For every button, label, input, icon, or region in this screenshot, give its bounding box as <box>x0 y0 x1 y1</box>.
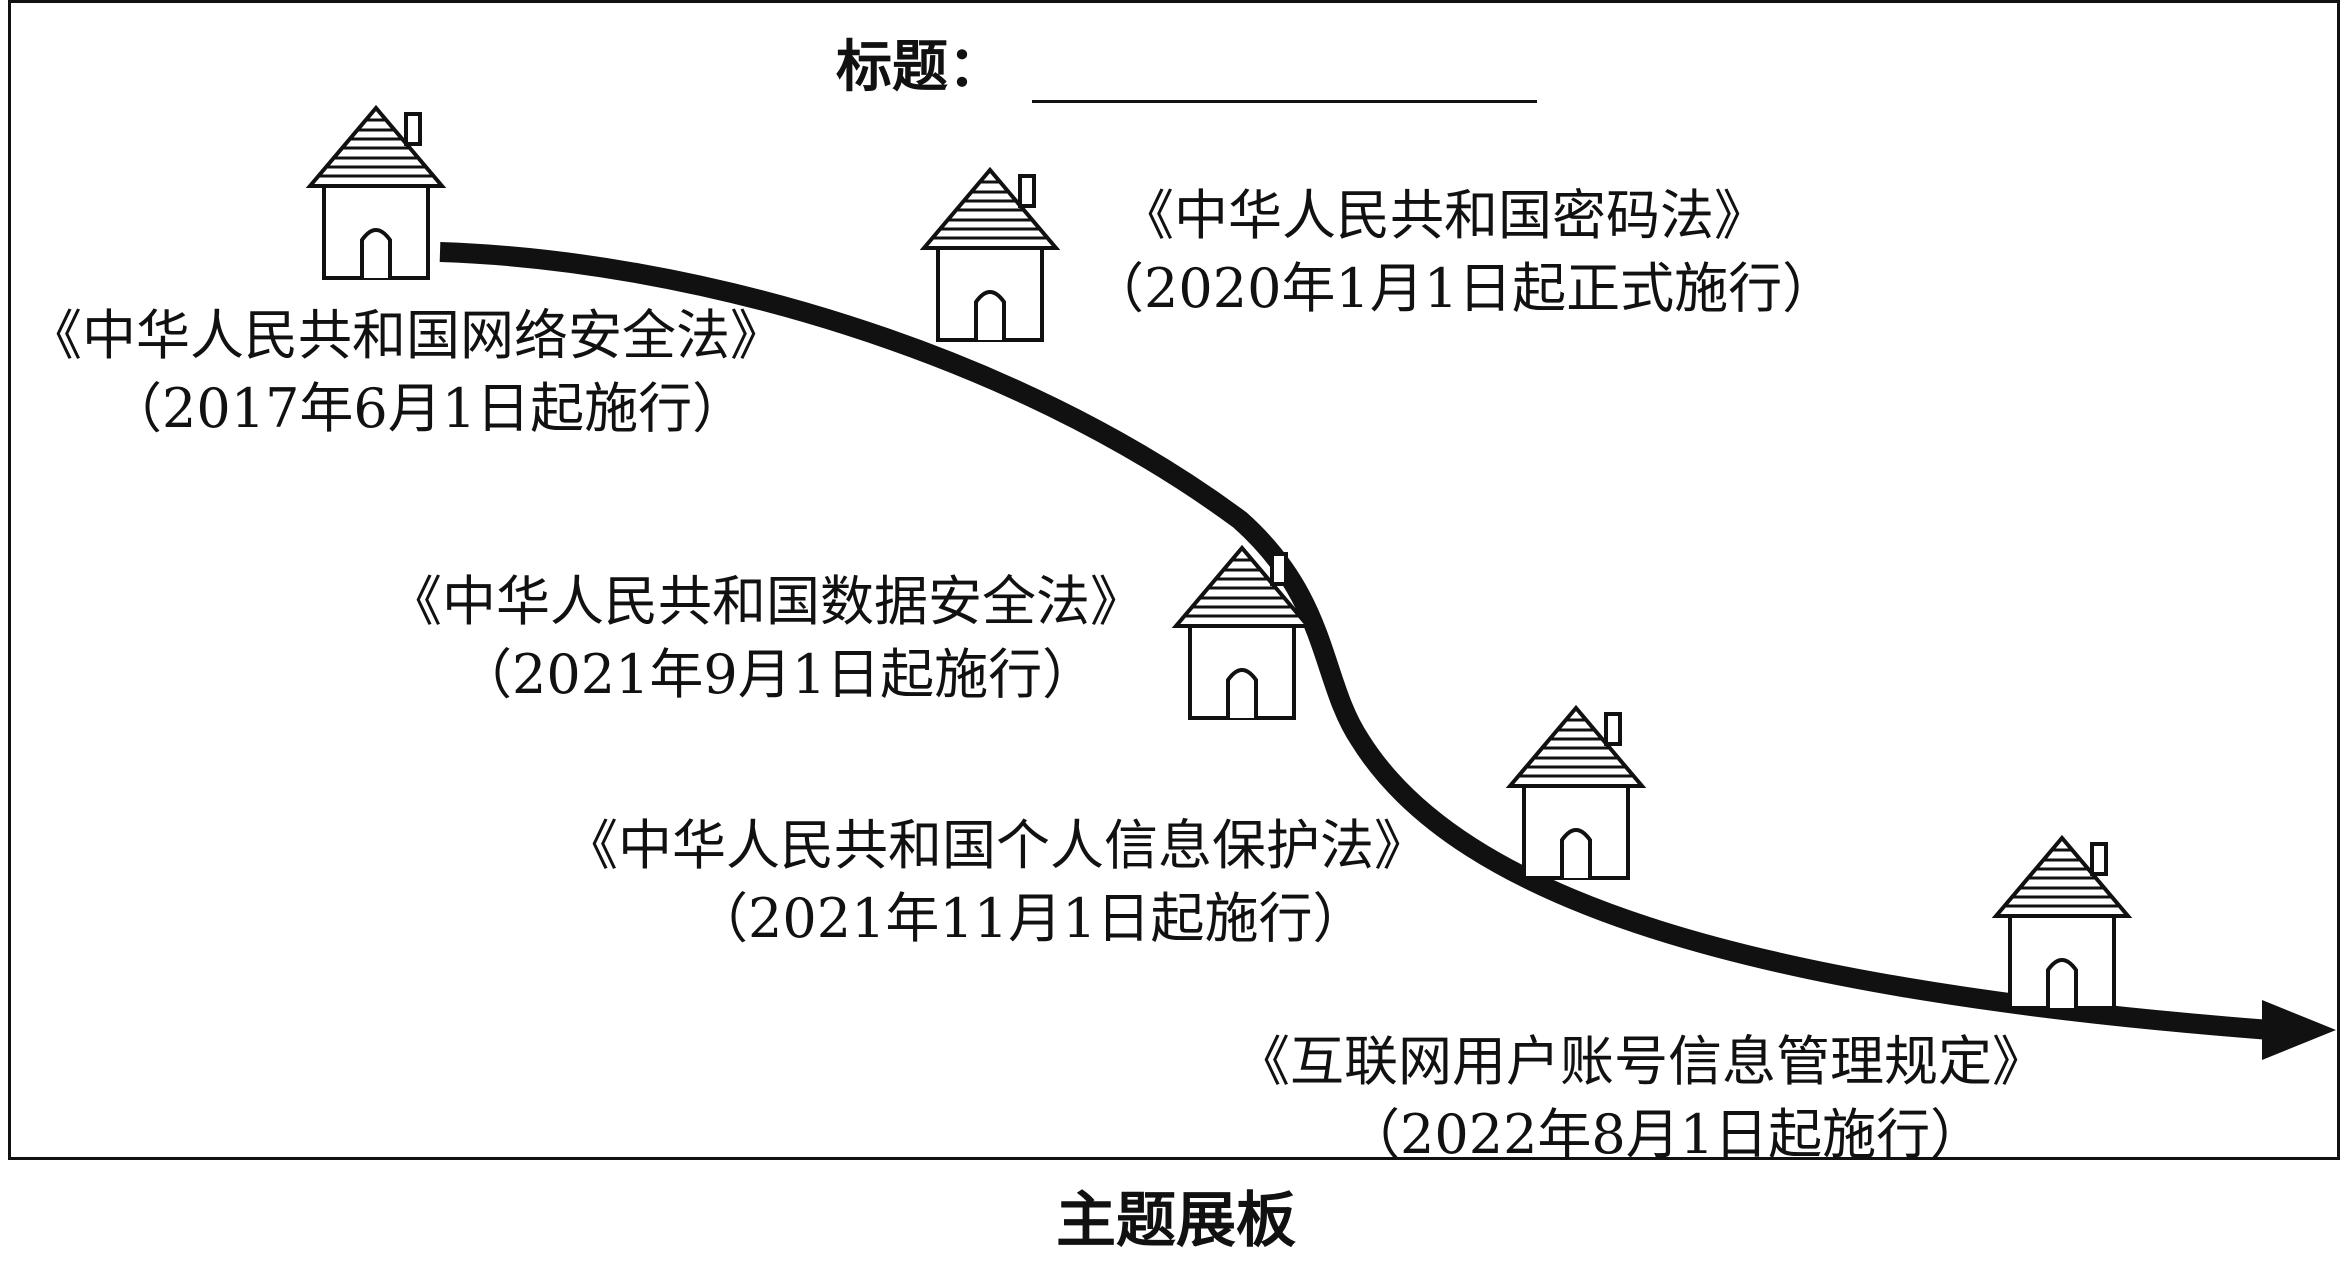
house-icon <box>308 106 444 280</box>
law-name: 《互联网用户账号信息管理规定》 <box>1236 1030 2046 1093</box>
board-caption: 主题展板 <box>1056 1186 1296 1256</box>
law-cryptography: 《中华人民共和国密码法》 （2020年1月1日起正式施行） <box>1090 180 1836 326</box>
house-icon <box>1994 836 2130 1010</box>
law-date: （2021年11月1日起施行） <box>694 886 1367 950</box>
law-date: （2022年8月1日起施行） <box>1346 1102 1985 1166</box>
law-account-rules: 《互联网用户账号信息管理规定》 （2022年8月1日起施行） <box>1236 1026 2046 1172</box>
law-personal-information: 《中华人民共和国个人信息保护法》 （2021年11月1日起施行） <box>564 810 1428 956</box>
law-name: 《中华人民共和国数据安全法》 <box>388 570 1144 633</box>
law-data-security: 《中华人民共和国数据安全法》 （2021年9月1日起施行） <box>388 566 1144 712</box>
law-name: 《中华人民共和国密码法》 <box>1120 184 1768 247</box>
arrow-head-icon <box>2262 1000 2336 1060</box>
timeline-curve <box>439 242 2271 1040</box>
law-name: 《中华人民共和国网络安全法》 <box>28 304 784 367</box>
law-cybersecurity: 《中华人民共和国网络安全法》 （2017年6月1日起施行） <box>28 300 784 446</box>
title-blank-line <box>1032 48 1537 103</box>
house-icon <box>922 168 1058 342</box>
law-date: （2020年1月1日起正式施行） <box>1090 256 1837 320</box>
house-icon <box>1508 706 1644 880</box>
theme-board <box>8 0 2340 1160</box>
title-label: 标题： <box>836 34 1004 100</box>
title-row: 标题： <box>836 22 1537 103</box>
law-date: （2017年6月1日起施行） <box>108 376 747 440</box>
law-name: 《中华人民共和国个人信息保护法》 <box>564 814 1428 877</box>
law-date: （2021年9月1日起施行） <box>458 642 1097 706</box>
